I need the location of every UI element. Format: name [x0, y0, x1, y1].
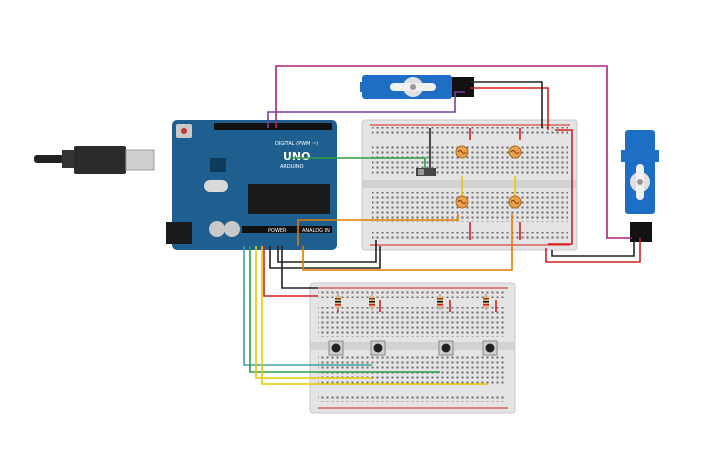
resistors [335, 294, 489, 310]
servo-right [621, 130, 659, 242]
slide-switch[interactable] [416, 168, 436, 176]
wire-yellow-btn1 [255, 246, 372, 379]
board-logo: UNO [283, 150, 311, 163]
photoresistors [455, 145, 522, 209]
resistor-2 [369, 294, 375, 310]
servo-top [360, 75, 474, 99]
wire-black-bb1b [269, 246, 381, 269]
pushbutton-2[interactable] [370, 340, 386, 356]
wire-red-servo-right [545, 238, 641, 263]
usb-cable [34, 146, 155, 174]
wire-orange-b [302, 214, 513, 271]
pushbutton-3[interactable] [438, 340, 454, 356]
wire-green-btn [249, 246, 440, 373]
digital-label: DIGITAL (PWM ~) [275, 141, 318, 147]
resistor-4 [483, 294, 489, 310]
wire-orange-a [297, 214, 459, 246]
wire-black-bb2 [281, 246, 318, 289]
wire-red-bb2 [263, 246, 318, 297]
wire-black-bb1 [277, 240, 377, 263]
pushbutton-1[interactable] [328, 340, 344, 356]
wire-red-servo-top [470, 87, 549, 130]
wire-red-rail [548, 129, 573, 245]
wire-teal [243, 246, 372, 366]
resistor-3 [437, 294, 443, 310]
photoresistor-4 [508, 195, 522, 209]
breadboard-top [361, 119, 578, 251]
breadboard-bottom [309, 282, 516, 414]
wire-yellow-btn2 [261, 246, 488, 385]
photoresistor-3 [455, 195, 469, 209]
analog-label: ANALOG IN [302, 228, 330, 234]
reset-button[interactable] [181, 128, 187, 134]
arduino-uno-board: UNO ARDUINO DIGITAL (PWM ~) POWER ANALOG… [166, 120, 337, 250]
wire-black-servo-top [470, 81, 543, 128]
pushbuttons [328, 340, 498, 356]
pushbutton-4[interactable] [482, 340, 498, 356]
wires [243, 65, 641, 385]
wire-purple [267, 91, 465, 128]
photoresistor-1 [455, 145, 469, 159]
resistor-1 [335, 294, 341, 310]
photoresistor-2 [508, 145, 522, 159]
wire-black-servo-right [551, 240, 635, 257]
board-brand: ARDUINO [280, 164, 304, 170]
wire-magenta [275, 65, 632, 239]
wire-green-switch [290, 157, 426, 168]
power-label: POWER [268, 228, 287, 234]
